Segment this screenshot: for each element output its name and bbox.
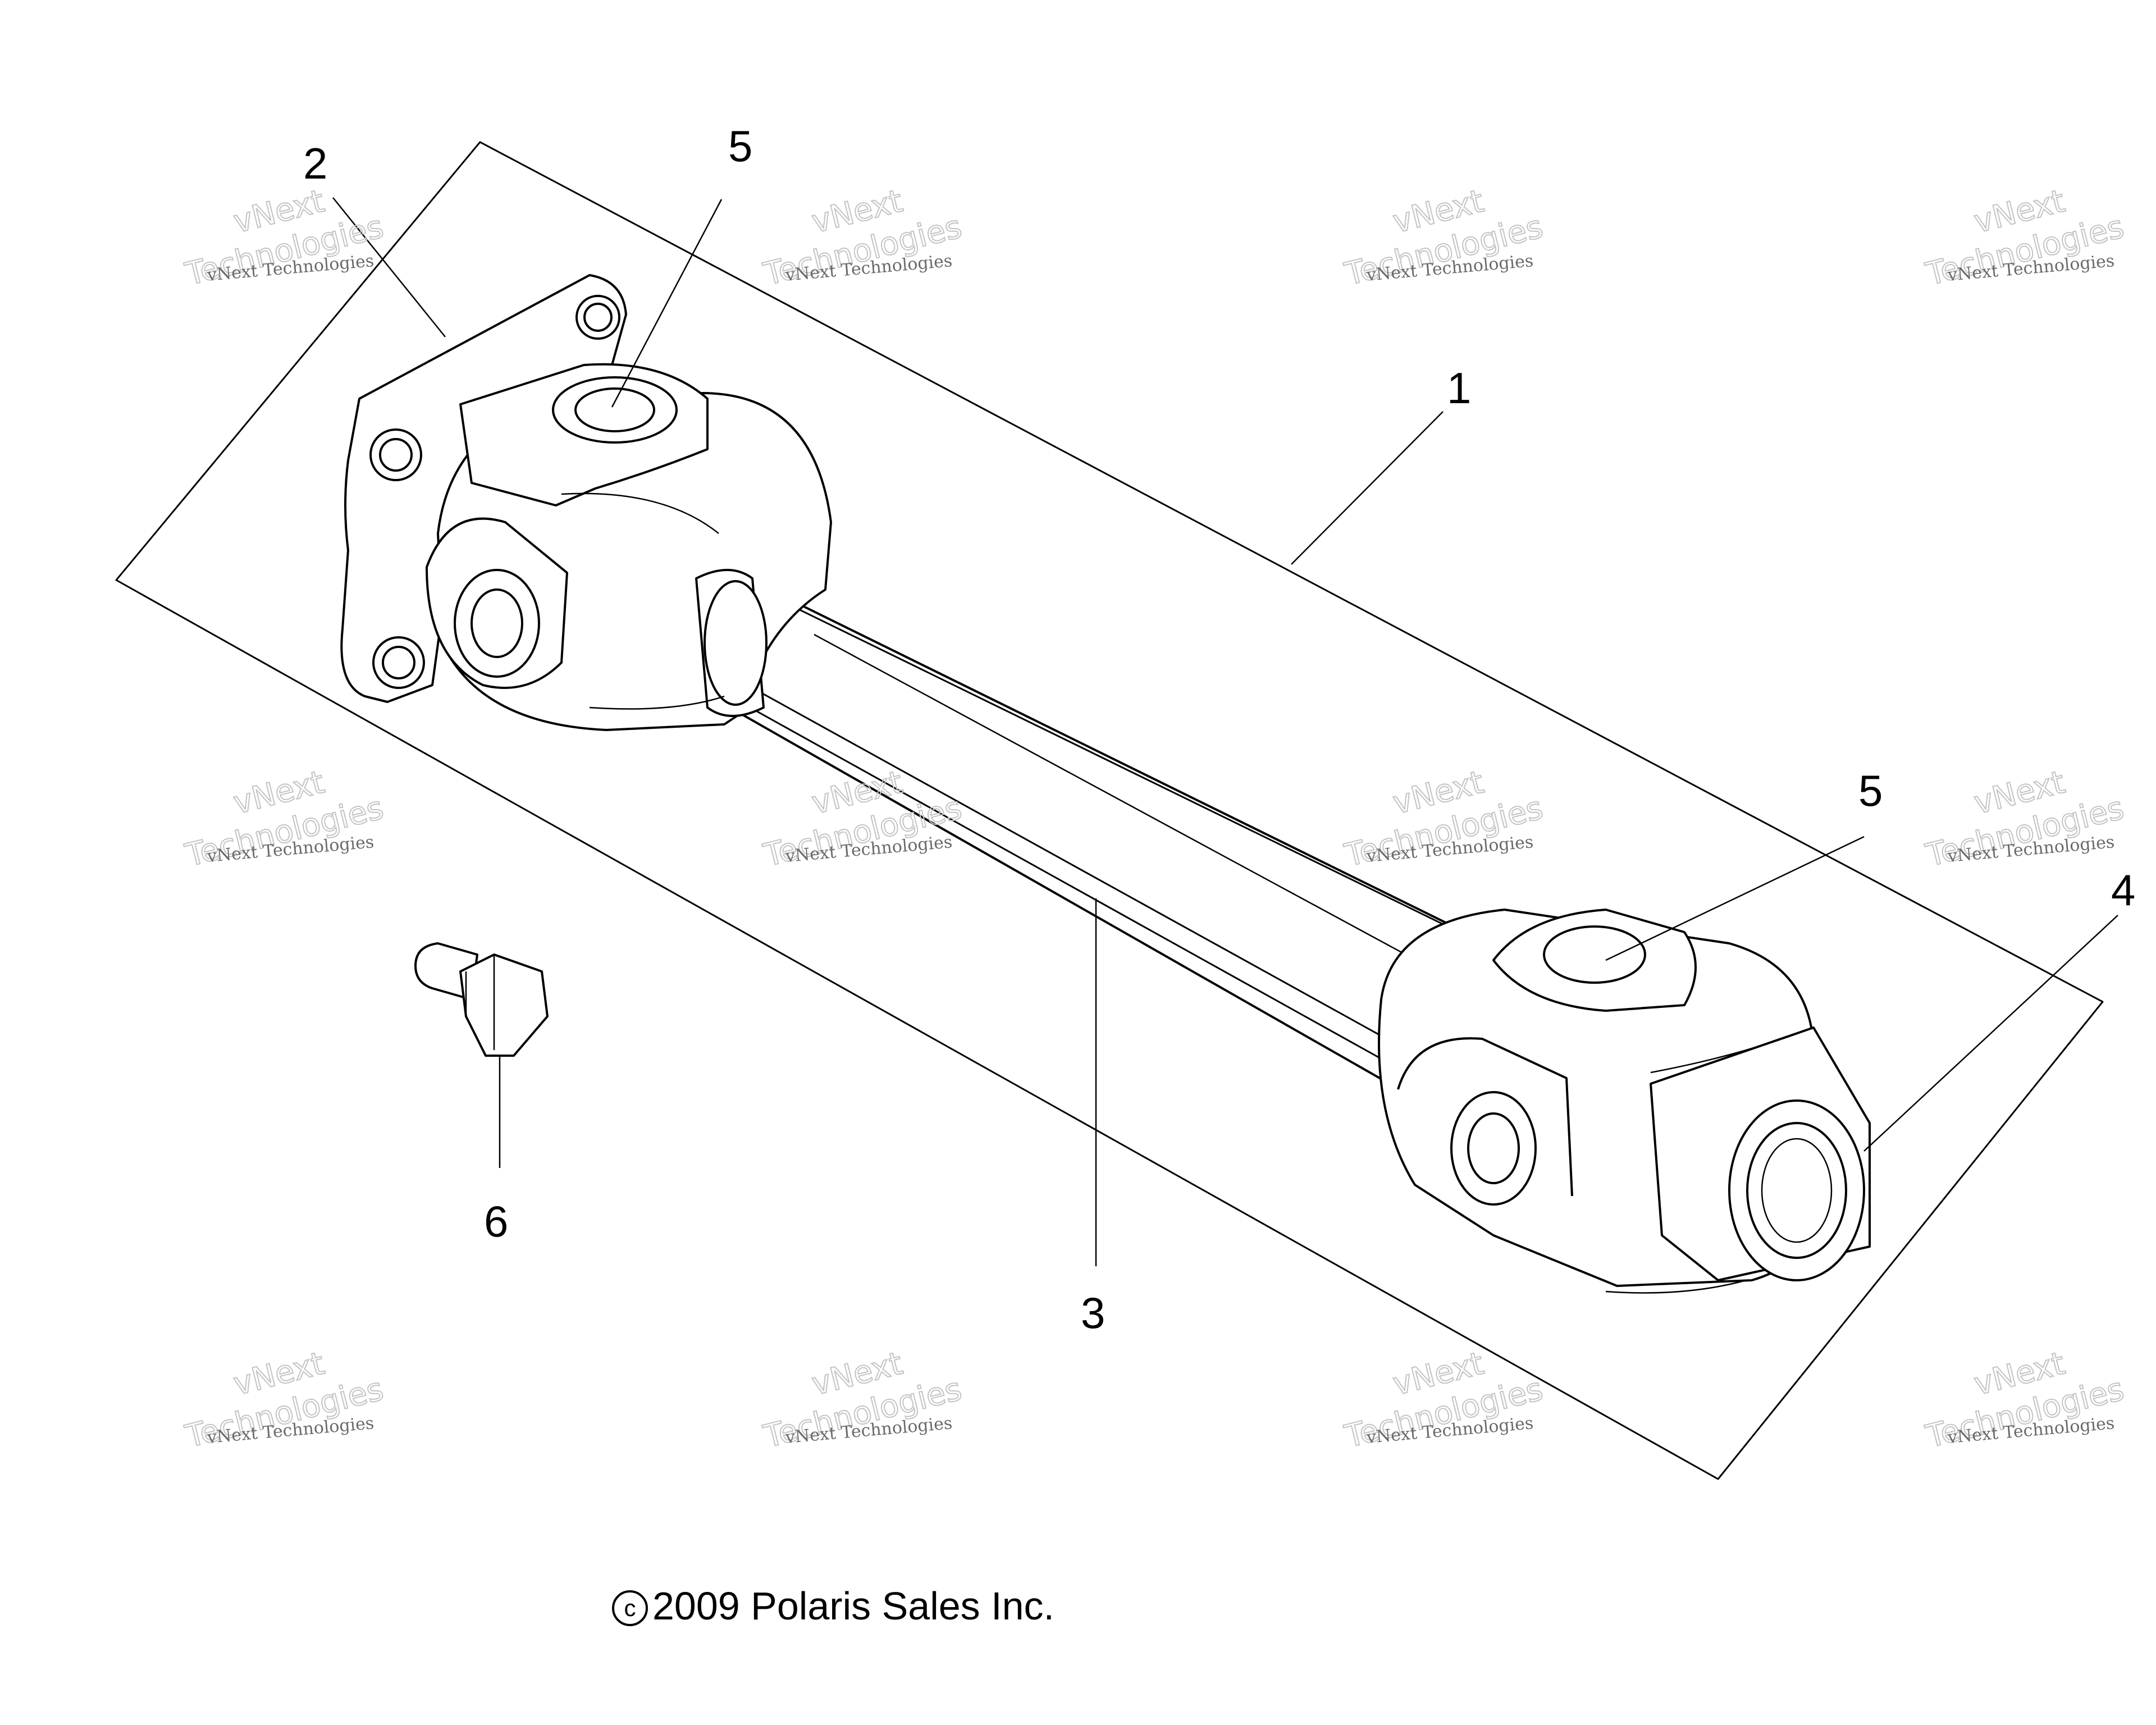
callout-2: 2 [303,139,327,188]
leader-4 [1863,915,2118,1152]
flange-yoke-left [340,274,832,731]
assembly-boundary [115,141,2104,1480]
callout-4: 4 [2111,865,2135,915]
leader-lines [332,197,2118,1266]
leader-5a [611,199,723,408]
leader-1 [1291,411,1444,565]
callout-6: 6 [484,1197,508,1246]
leader-5b [1605,836,1865,961]
callout-3: 3 [1081,1288,1105,1338]
callout-5-right: 5 [1858,766,1883,815]
copyright-text: 2009 Polaris Sales Inc. [652,1584,1054,1628]
leader-2 [332,197,446,337]
yoke-right [1378,909,1871,1294]
copyright-symbol: c [612,1590,648,1626]
callout-5-top: 5 [728,121,752,171]
bolt [414,942,549,1057]
callout-1: 1 [1447,363,1471,413]
